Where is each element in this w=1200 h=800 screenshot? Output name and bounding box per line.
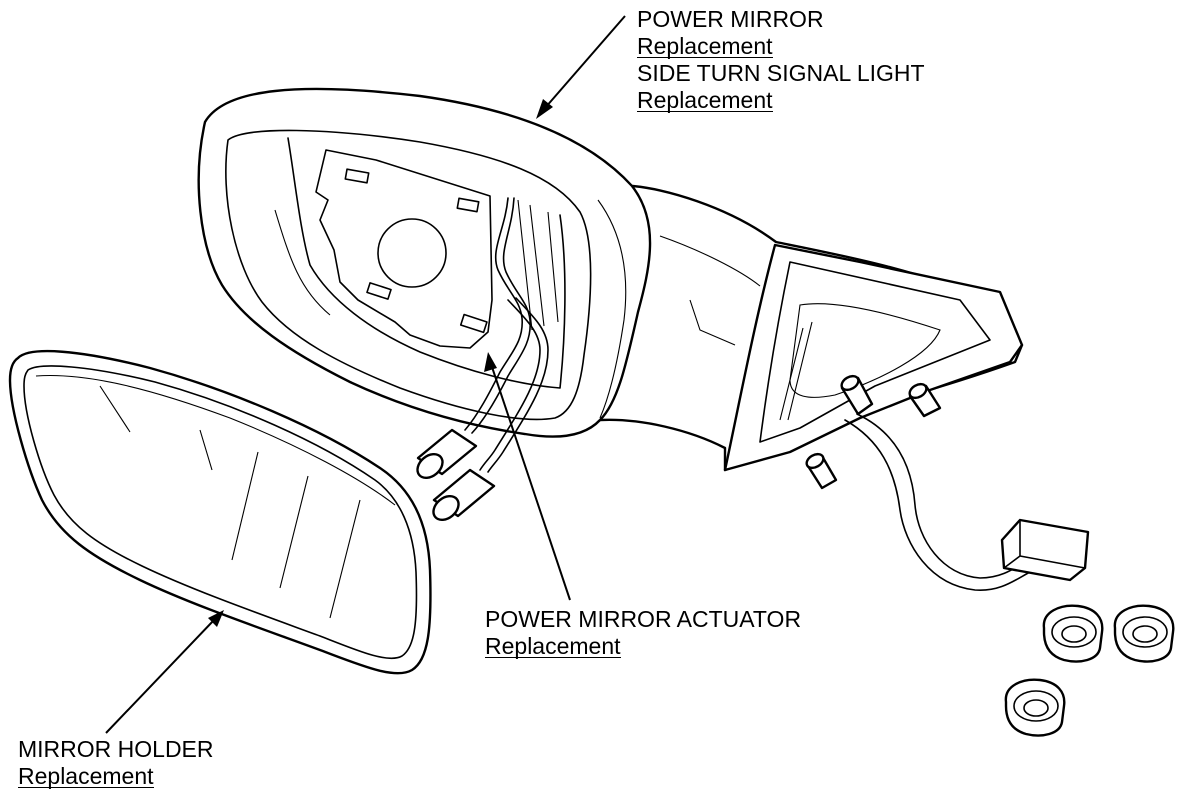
flange-nut <box>1113 604 1175 663</box>
wire-terminal <box>416 428 478 480</box>
side-turn-signal-replacement-link[interactable]: Replacement <box>637 87 773 113</box>
leader-actuator <box>484 352 571 601</box>
actuator-wires <box>416 197 549 522</box>
flange-nut <box>1004 678 1066 737</box>
mounting-stud <box>840 374 874 416</box>
actuator-replacement-link[interactable]: Replacement <box>485 633 621 659</box>
wire-terminal <box>432 468 496 522</box>
callout-actuator: POWER MIRROR ACTUATOR Replacement <box>485 606 801 660</box>
mirror-holder <box>8 349 432 675</box>
leader-mirror-holder <box>105 610 224 734</box>
power-mirror-replacement-link[interactable]: Replacement <box>637 33 773 59</box>
wire-connector <box>1000 518 1090 582</box>
mirror-holder-replacement-link[interactable]: Replacement <box>18 763 154 789</box>
leader-power-mirror <box>536 15 626 119</box>
callout-mirror-holder: MIRROR HOLDER Replacement <box>18 736 214 790</box>
power-mirror-title: POWER MIRROR <box>637 6 824 32</box>
callout-power-mirror: POWER MIRROR Replacement SIDE TURN SIGNA… <box>637 6 925 114</box>
side-turn-signal-title: SIDE TURN SIGNAL LIGHT <box>637 60 925 86</box>
actuator-title: POWER MIRROR ACTUATOR <box>485 606 802 632</box>
mounting-stud <box>908 382 942 418</box>
flange-nut <box>1042 604 1104 663</box>
mirror-holder-title: MIRROR HOLDER <box>18 736 214 762</box>
wire-harness <box>844 413 1090 591</box>
mounting-stud <box>805 452 838 490</box>
mirror-base-plate <box>723 243 1024 490</box>
